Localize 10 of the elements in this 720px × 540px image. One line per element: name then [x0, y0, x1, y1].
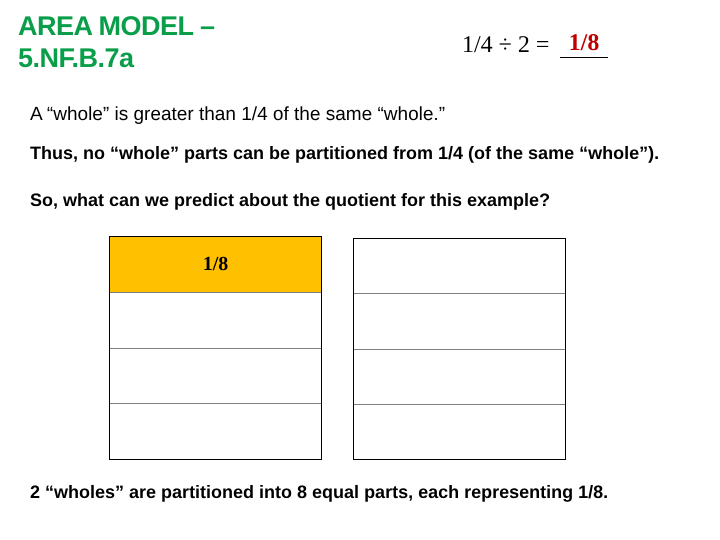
- division-equation: 1/4 ÷ 2 =: [462, 32, 550, 59]
- statement-text: Thus, no “whole” parts can be partitioned from 1/4 (of the same “whole”).: [30, 143, 660, 164]
- fraction-label: 1/8: [202, 252, 228, 276]
- caption-text: 2 “wholes” are partitioned into 8 equal parts, each representing 1/8.: [30, 482, 608, 503]
- statement-text: A “whole” is greater than 1/4 of the same “whole.”: [30, 104, 446, 126]
- slide-title: AREA MODEL – 5.NF.B.7a: [18, 10, 216, 75]
- question-text: So, what can we predict about the quotient for this example?: [30, 190, 550, 211]
- quarter-section: [354, 238, 565, 294]
- filled-answer-blank: 1/8: [560, 30, 608, 58]
- shaded-section: [110, 236, 321, 293]
